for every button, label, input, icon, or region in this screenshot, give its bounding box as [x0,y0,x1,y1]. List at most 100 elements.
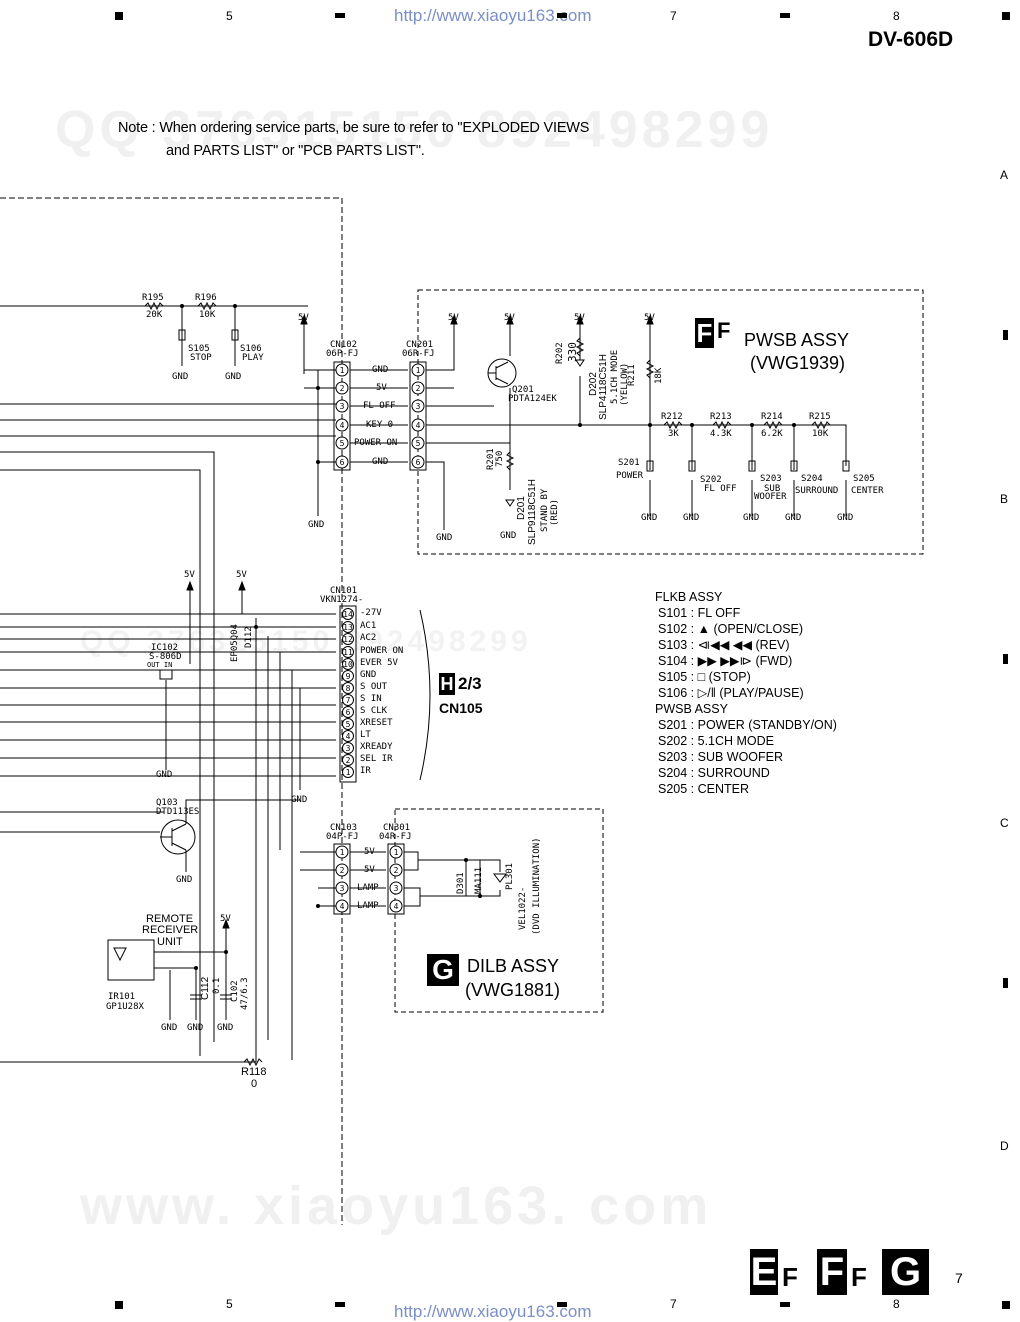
row-letter: D [1000,1139,1009,1153]
ruler-mark [557,13,567,18]
url-bottom[interactable]: http://www.xiaoyu163.com [394,1302,592,1321]
s203-ref: S203 [760,474,782,484]
connector-pin-number: 4 [394,902,399,911]
connector-pin-number: 7 [346,696,351,705]
cn102-pin-label: 5V [376,383,387,393]
r202-ref: R202 [555,342,565,364]
connector-pin-number: 6 [340,458,345,467]
connector-pin [411,455,425,469]
pl301-part: VEL1022- [518,886,528,930]
connector-pin-number: 1 [394,848,399,857]
ic102-pins: OUT IN [147,661,173,669]
h-ref-sheet: 2/3 [458,674,482,693]
connector-pin [389,845,403,859]
connector-pin [411,418,425,432]
connector-pin-number: 1 [340,366,345,375]
d201-func: STAND BY [540,488,550,532]
ir101-part: GP1U28X [106,1002,144,1012]
footer-badge-e: E [750,1249,778,1295]
connector-housing [333,843,351,915]
pwsb-badge: F [695,318,714,348]
r214-val: 6.2K [761,429,783,439]
cn101-pin-label: AC1 [360,621,377,631]
q103-ref: Q103 [156,798,178,808]
r213-ref: R213 [710,412,732,422]
connector-pin [342,633,354,645]
connector-pin-number: 3 [340,884,345,893]
connector-housing [339,605,357,783]
legend-item: S102 : ▲ (OPEN/CLOSE) [658,622,804,636]
connector-pin-number: 14 [343,610,353,619]
footer-badge-e-letter: E [750,1249,778,1294]
d201-color: (RED) [550,498,560,526]
connector-pin-number: 12 [343,635,353,644]
connector-pin-number: 5 [346,720,351,729]
s105-func: STOP [190,353,212,363]
s204-ref: S204 [801,474,823,484]
connector-pin [335,881,349,895]
column-number: 7 [670,1297,677,1311]
legend-item: S105 : □ (STOP) [658,670,751,684]
watermark-bottom: www. xiaoyu163. com [80,1176,713,1236]
gnd-label: GND [743,513,760,523]
r118-val: 0 [251,1078,258,1090]
connector-pin-number: 4 [340,421,345,430]
cn102-pin-label: GND [372,365,389,375]
cn101-pin-label: LT [360,730,371,740]
s105-ref: S105 [188,344,210,354]
page-number: 7 [955,1270,963,1286]
v5-label: 5V [236,570,247,580]
cn101-pin-label: AC2 [360,633,377,643]
connector-pin [342,718,354,730]
footer-badge-f-letter: F [819,1249,845,1294]
connector-pin [342,608,354,620]
ruler-mark [1003,654,1008,664]
connector-pin [411,399,425,413]
connector-pin [342,682,354,694]
url-top[interactable]: http://www.xiaoyu163.com [394,6,592,25]
gnd-label: GND [837,513,854,523]
ruler-mark [557,1302,567,1307]
gnd-label: GND [500,531,517,541]
d201-part: SLP9118C51H [527,479,538,545]
connector-pin-number: 2 [340,384,345,393]
connector-pin-number: 9 [346,672,351,681]
gnd-label: GND [308,520,325,530]
c112-ref: C112 [200,976,211,1000]
r211-ref: R211 [627,364,637,386]
s204-func: SURROUND [795,486,839,496]
connector-pin-number: 8 [346,684,351,693]
footer-badge-g: G [882,1249,929,1295]
legend-item: S104 : ▶▶ ▶▶⧐ (FWD) [658,654,793,668]
cn103-pin-label: 5V [364,847,375,857]
gnd-label: GND [161,1023,178,1033]
footer-badge-f: F [817,1249,847,1295]
d112-ref: D112 [244,626,254,648]
r212-val: 3K [668,429,679,439]
r118-ref: R118 [241,1066,267,1078]
connector-pin-number: 4 [346,732,351,741]
connector-pin [342,754,354,766]
gnd-label: GND [785,513,802,523]
cn103-pin-label: LAMP [357,901,379,911]
r212-ref: R212 [661,412,683,422]
column-number: 8 [893,1297,900,1311]
q201-ref: Q201 [512,385,534,395]
connector-pin-number: 2 [394,866,399,875]
v5-label: 5V [574,313,585,323]
ruler-mark [1002,1301,1010,1309]
cn102-pin-label: KEY 0 [366,420,394,430]
connector-pin-number: 10 [343,660,353,669]
r195-val: 20K [146,310,163,320]
remote-line-1: REMOTE [146,913,194,925]
connector-pin [342,670,354,682]
h-ref-badge-letter: H [440,673,454,694]
s201-func: POWER [616,471,644,481]
legend-item: S202 : 5.1CH MODE [658,734,775,748]
connector-pin [335,381,349,395]
column-number: 7 [670,9,677,23]
cn101-pin-label: S IN [360,694,382,704]
cn102-name: CN102 [330,340,358,350]
